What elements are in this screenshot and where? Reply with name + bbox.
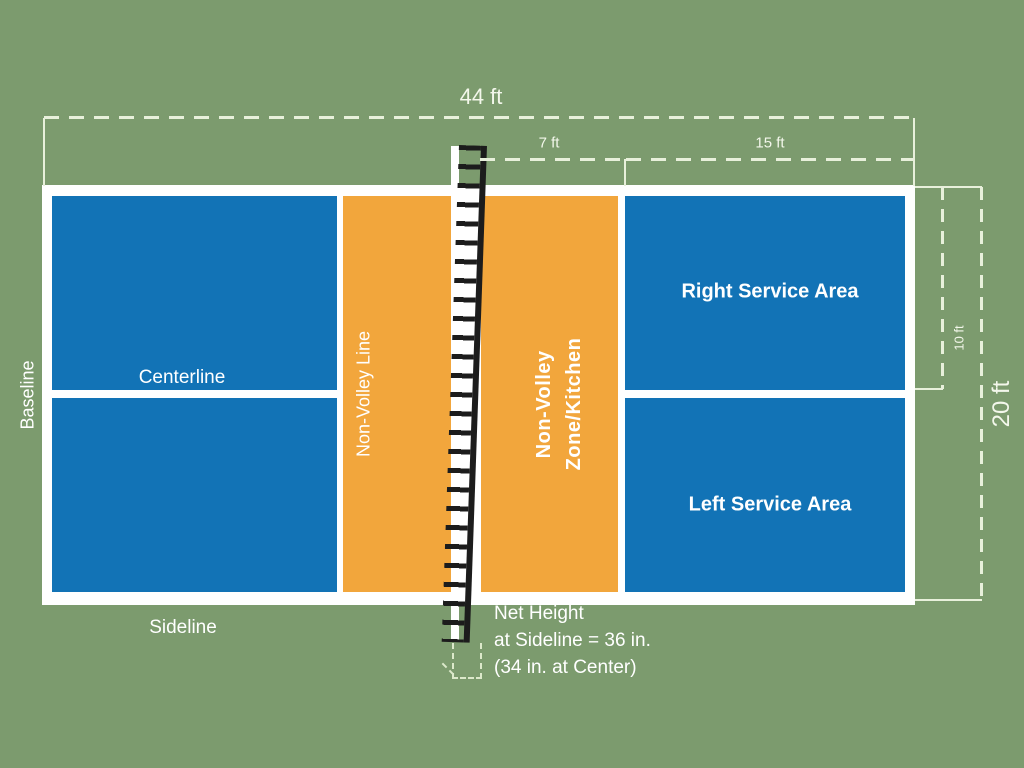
dim-tick-7ft-15ft [624,159,626,186]
baseline-label: Baseline [17,360,38,430]
kitchen-label: Non-Volley Zone/Kitchen [529,338,589,471]
sideline-label: Sideline [149,617,217,638]
dim-tick-44ft-left [43,118,45,186]
right-kitchen-zone [481,196,618,592]
dim-line-10ft [941,187,944,389]
left-kitchen-zone [343,196,453,592]
kitchen-label-wrap: Non-Volley Zone/Kitchen [529,338,589,471]
centerline-label: Centerline [138,367,226,388]
left-court-top-quadrant [52,196,337,390]
left-court-bottom-quadrant [52,398,337,592]
dim-label-20ft-wrap: 20 ft [988,381,1016,428]
dim-line-44ft [44,116,914,119]
dim-line-15ft [626,158,913,161]
dim-label-7ft: 7 ft [538,134,560,152]
dim-label-15ft: 15 ft [755,134,785,152]
dim-label-10ft-wrap: 10 ft [952,325,967,350]
left-service-area-label: Left Service Area [688,493,852,516]
dim-line-7ft [480,158,623,161]
right-service-area-label: Right Service Area [681,280,859,303]
dim-connector-20ft-bottom [915,599,982,601]
net-height-note-line1: Net Height [494,603,584,624]
net-height-note: Net Height at Sideline = 36 in. (34 in. … [494,600,651,681]
right-service-area-zone [625,196,905,390]
dim-connector-top-right [915,186,982,188]
dim-line-20ft [980,187,983,600]
non-volley-line-label-wrap: Non-Volley Line [354,331,375,457]
left-service-area-zone [625,398,905,592]
net-post-dashed-outline [452,643,482,679]
net-height-note-line3: (34 in. at Center) [494,657,637,678]
kitchen-label-line1: Non-Volley [533,350,555,458]
dim-label-20ft: 20 ft [988,380,1015,428]
net-height-note-line2: at Sideline = 36 in. [494,630,651,651]
dim-tick-44ft-right [913,118,915,186]
kitchen-label-line2: Zone/Kitchen [563,337,585,471]
dim-connector-10ft-bottom [915,388,943,390]
baseline-label-wrap: Baseline [18,360,39,429]
non-volley-line-label: Non-Volley Line [353,330,374,458]
dim-label-10ft: 10 ft [951,325,967,351]
dim-label-44ft: 44 ft [459,84,503,109]
